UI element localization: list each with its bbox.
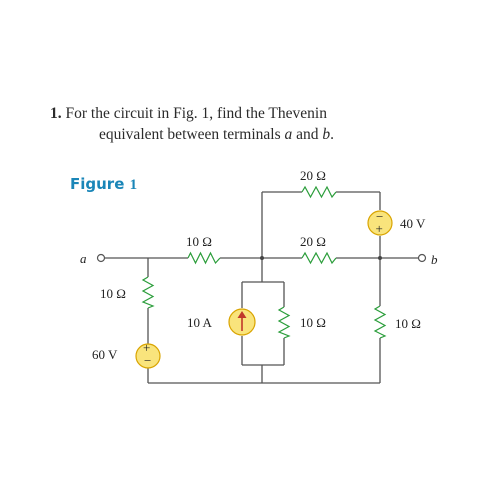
problem-line-2-pre: equivalent between terminals — [99, 126, 285, 143]
terminal-a-label: a — [80, 251, 87, 266]
resistor-mid-series — [301, 251, 337, 265]
problem-term-b: b — [322, 126, 331, 143]
problem-line-2: equivalent between terminals a and b. — [50, 124, 450, 145]
circuit-wires — [105, 191, 418, 384]
resistor-top — [301, 185, 337, 199]
resistor-mid-series-label: 20 Ω — [300, 234, 326, 249]
wire-center-ladder — [241, 258, 285, 383]
resistor-right-vertical — [373, 305, 387, 339]
voltage-source-40v-symbol — [367, 210, 393, 236]
voltage-source-60v-minus: − — [144, 353, 151, 368]
problem-line-2-post: . — [330, 126, 335, 143]
terminal-b-node — [417, 253, 427, 263]
voltage-source-60v: + − — [135, 340, 161, 369]
resistor-left-series-label: 10 Ω — [186, 234, 212, 249]
problem-statement: 1. For the circuit in Fig. 1, find the T… — [50, 103, 450, 145]
resistor-center-vertical — [277, 306, 291, 339]
voltage-source-40v-minus: − — [376, 209, 383, 224]
current-arrow-up-icon — [237, 311, 247, 318]
current-source-10a — [228, 308, 256, 336]
voltage-source-40v-label: 40 V — [400, 216, 426, 231]
figure-number: 1 — [129, 177, 138, 193]
current-source-10a-label: 10 A — [187, 315, 213, 330]
voltage-source-60v-label: 60 V — [92, 347, 118, 362]
resistor-top-label: 20 Ω — [300, 168, 326, 183]
voltage-source-60v-symbol — [135, 343, 161, 369]
figure-label: Figure 1 — [70, 175, 137, 194]
voltage-source-40v: − + — [367, 209, 393, 236]
resistor-right-vertical-label: 10 Ω — [395, 316, 421, 331]
junction-right — [378, 256, 382, 260]
junction-center — [260, 256, 264, 260]
figure-word: Figure — [70, 175, 125, 193]
resistor-left-vertical — [141, 276, 155, 309]
resistor-left-series — [187, 251, 221, 265]
terminal-a-node — [96, 253, 106, 263]
problem-number: 1. — [50, 105, 62, 122]
voltage-source-40v-plus: + — [376, 221, 383, 236]
resistor-left-vertical-label: 10 Ω — [100, 286, 126, 301]
problem-term-a: a — [284, 126, 293, 143]
resistor-center-vertical-label: 10 Ω — [300, 315, 326, 330]
problem-line-2-mid: and — [292, 126, 323, 143]
terminal-b-label: b — [431, 252, 438, 267]
problem-line-1: For the circuit in Fig. 1, find the Thev… — [65, 105, 327, 122]
voltage-source-60v-plus: + — [143, 340, 150, 355]
